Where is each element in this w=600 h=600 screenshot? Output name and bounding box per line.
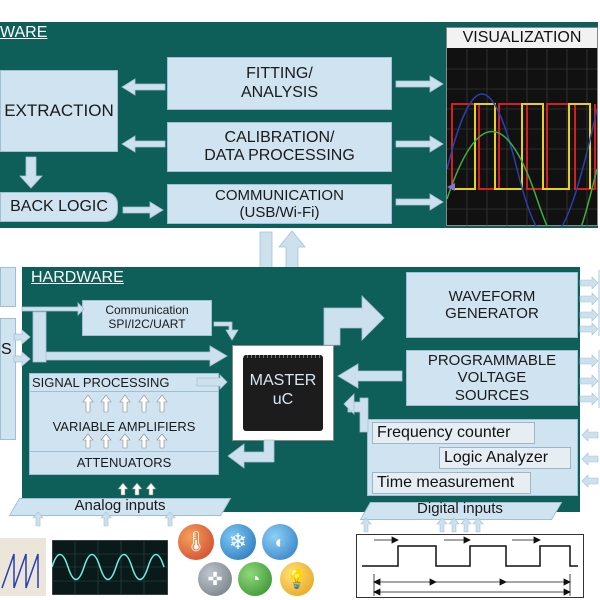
variable-amplifiers-label[interactable]: VARIABLE AMPLIFIERS — [52, 419, 196, 434]
hardware-left-box — [0, 267, 16, 307]
fitting-analysis-box[interactable]: FITTING/ ANALYSIS — [167, 57, 392, 110]
calibration-box[interactable]: CALIBRATION/ DATA PROCESSING — [167, 122, 392, 172]
gauge-icon: ◔ — [238, 562, 272, 596]
communication-box[interactable]: COMMUNICATION (USB/Wi-Fi) — [167, 184, 392, 224]
time-measurement-label[interactable]: Time measurement — [372, 472, 531, 494]
hardware-title: HARDWARE — [31, 269, 124, 286]
master-uc-label: MASTER uC — [249, 372, 317, 408]
light-sensor-icon: ◐ — [262, 524, 298, 560]
sawtooth-inset — [0, 538, 46, 596]
scope-traces — [447, 49, 597, 226]
hardware-left-block: S — [0, 318, 16, 440]
extraction-box[interactable]: EXTRACTION — [0, 70, 118, 152]
waveform-generator-box[interactable]: WAVEFORM GENERATOR — [406, 272, 578, 338]
compass-icon: ✜ — [198, 562, 232, 596]
master-uc-chip[interactable]: MASTER uC — [232, 345, 334, 441]
voltage-sources-box[interactable]: PROGRAMMABLE VOLTAGE SOURCES — [406, 350, 578, 406]
attenuators-label[interactable]: ATTENUATORS — [76, 455, 172, 470]
snowflake-icon: ❄ — [220, 524, 256, 560]
bulb-icon: 💡 — [280, 562, 314, 596]
sine-inset — [52, 540, 168, 595]
thermometer-icon: 🌡 — [178, 524, 214, 560]
logic-analyzer-label[interactable]: Logic Analyzer — [439, 447, 571, 469]
sensor-icons: 🌡 ❄ ◐ ✜ ◔ 💡 — [172, 522, 332, 598]
visualization-display: VISUALIZATION — [446, 27, 598, 226]
communication-bus-box[interactable]: Communication SPI/I2C/UART — [82, 300, 212, 336]
feedback-logic-box[interactable]: BACK LOGIC — [0, 192, 118, 222]
analog-chain — [29, 373, 219, 475]
frequency-counter-label[interactable]: Frequency counter — [372, 422, 535, 444]
hardware-left-label: S — [1, 341, 12, 358]
digital-inputs-label: Digital inputs — [417, 500, 503, 517]
digital-timing-inset — [356, 534, 584, 598]
signal-processing-label[interactable]: SIGNAL PROCESSING — [32, 375, 170, 390]
software-title: WARE — [0, 24, 48, 41]
visualization-title: VISUALIZATION — [447, 28, 597, 48]
software-arrows — [19, 75, 444, 219]
analog-inputs-label: Analog inputs — [74, 497, 166, 514]
